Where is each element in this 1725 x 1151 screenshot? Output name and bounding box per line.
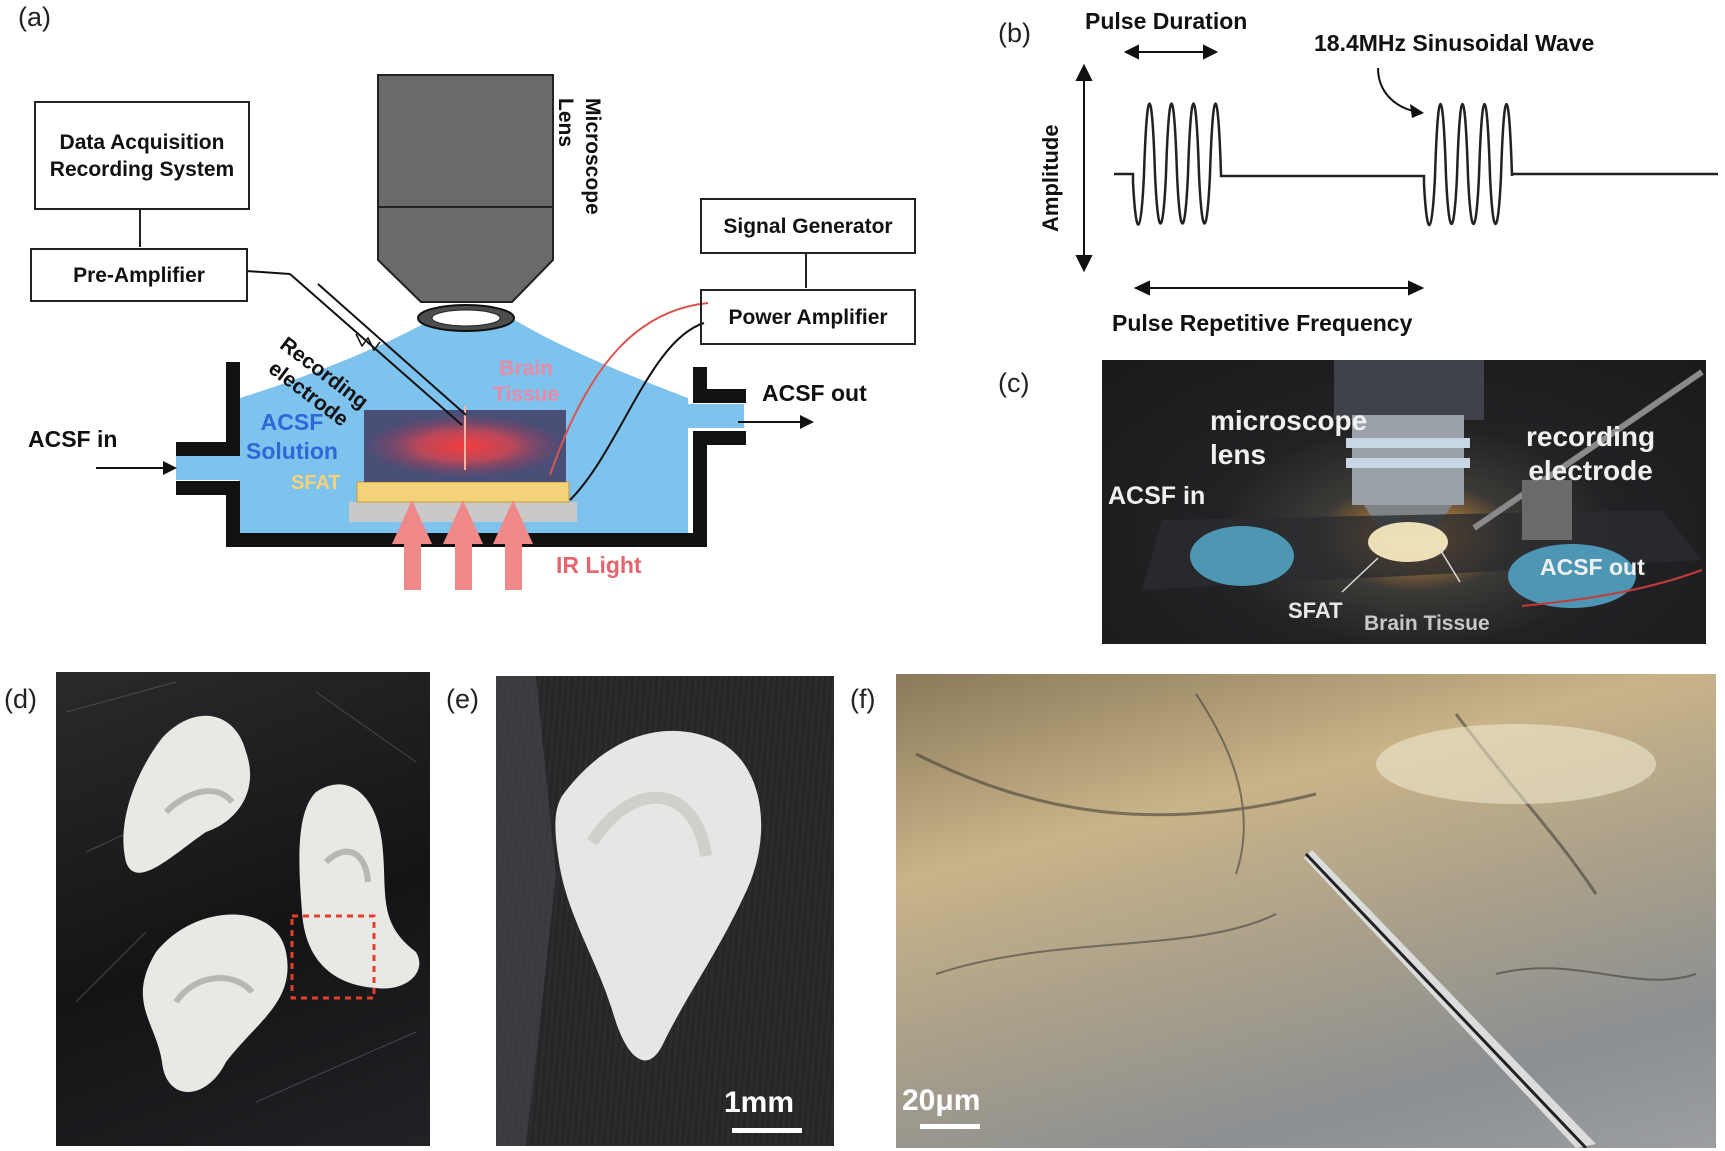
power-amplifier-label: Power Amplifier [728, 305, 888, 329]
inlet-channel [176, 454, 240, 480]
acsf-out-label: ACSF out [762, 380, 867, 406]
amplitude-axis [1075, 63, 1093, 273]
sfat-label: SFAT [291, 472, 341, 494]
panel-b-label: (b) [998, 18, 1031, 48]
pulse-duration-label: Pulse Duration [1085, 8, 1248, 34]
sfat-transducer [356, 481, 570, 503]
microscope-nose [377, 206, 554, 303]
microscope-lens-label: Microscope Lens [554, 98, 604, 215]
brain-tissue-label: Brain Tissue [493, 357, 560, 406]
hippocampus-shapes [496, 676, 762, 1146]
pre-amplifier-label: Pre-Amplifier [73, 263, 205, 287]
brain-slices-shapes [65, 681, 420, 1103]
tissue-microscopy-photo: 20μm [896, 674, 1716, 1148]
amplitude-label: Amplitude [1038, 124, 1063, 232]
scale-bar-1mm-label: 1mm [724, 1086, 795, 1119]
ir-light-label: IR Light [556, 552, 642, 578]
red-wire [549, 302, 709, 476]
acsf-in-label: ACSF in [28, 426, 118, 452]
scale-bar-20um-line [920, 1124, 980, 1129]
prf-arrow [1133, 280, 1425, 296]
scale-bar-20um-label: 20μm [902, 1084, 981, 1117]
tissue-microscopy-shapes [915, 693, 1697, 1148]
panel-b-waveform [1075, 44, 1718, 296]
signal-generator-label: Signal Generator [723, 214, 893, 238]
panel-a-diagram [96, 74, 814, 590]
recording-electrode [245, 270, 467, 426]
ir-light-arrows [392, 500, 533, 590]
microscope-body [377, 74, 554, 208]
prf-label: Pulse Repetitive Frequency [1112, 310, 1413, 336]
photo-recording-electrode-label: recording electrode [1526, 421, 1656, 486]
setup-photo: microscope lens recording electrode ACSF… [1102, 360, 1706, 644]
data-acquisition-label: Data Acquisition Recording System [49, 130, 235, 181]
acsf-out-arrow [738, 415, 814, 429]
acsf-solution-label: ACSF Solution [246, 409, 338, 464]
panel-c-label: (c) [998, 368, 1030, 398]
panel-e-label: (e) [446, 684, 479, 714]
zoom-box [290, 914, 376, 1000]
panel-a-label: (a) [18, 2, 51, 32]
pre-amplifier-box: Pre-Amplifier [30, 248, 248, 302]
outlet-channel [688, 404, 744, 428]
photo-acsf-in-label: ACSF in [1108, 482, 1206, 510]
acsf-in-arrow [96, 461, 177, 475]
data-acquisition-box: Data Acquisition Recording System [34, 101, 250, 210]
photo-microscope-lens-label: microscope lens [1210, 405, 1368, 470]
photo-acsf-out-label: ACSF out [1540, 554, 1645, 580]
panel-d-label: (d) [4, 684, 37, 714]
signal-generator-box: Signal Generator [700, 198, 916, 254]
sinusoidal-waveform [1114, 102, 1718, 227]
hippocampus-photo: 1mm [496, 676, 834, 1146]
photo-sfat-label: SFAT [1288, 598, 1343, 623]
black-wire [569, 322, 705, 501]
photo-brain-tissue-label: Brain Tissue [1364, 612, 1490, 635]
power-amplifier-box: Power Amplifier [700, 289, 916, 345]
brain-slices-photo [56, 672, 430, 1146]
panel-f-label: (f) [850, 684, 876, 714]
sinusoidal-wave-label: 18.4MHz Sinusoidal Wave [1314, 30, 1595, 56]
setup-photo-shapes [1142, 360, 1704, 608]
pulse-duration-arrow [1123, 44, 1219, 60]
microscope-lens-glass [431, 309, 501, 327]
scale-bar-1mm-line [732, 1128, 802, 1133]
